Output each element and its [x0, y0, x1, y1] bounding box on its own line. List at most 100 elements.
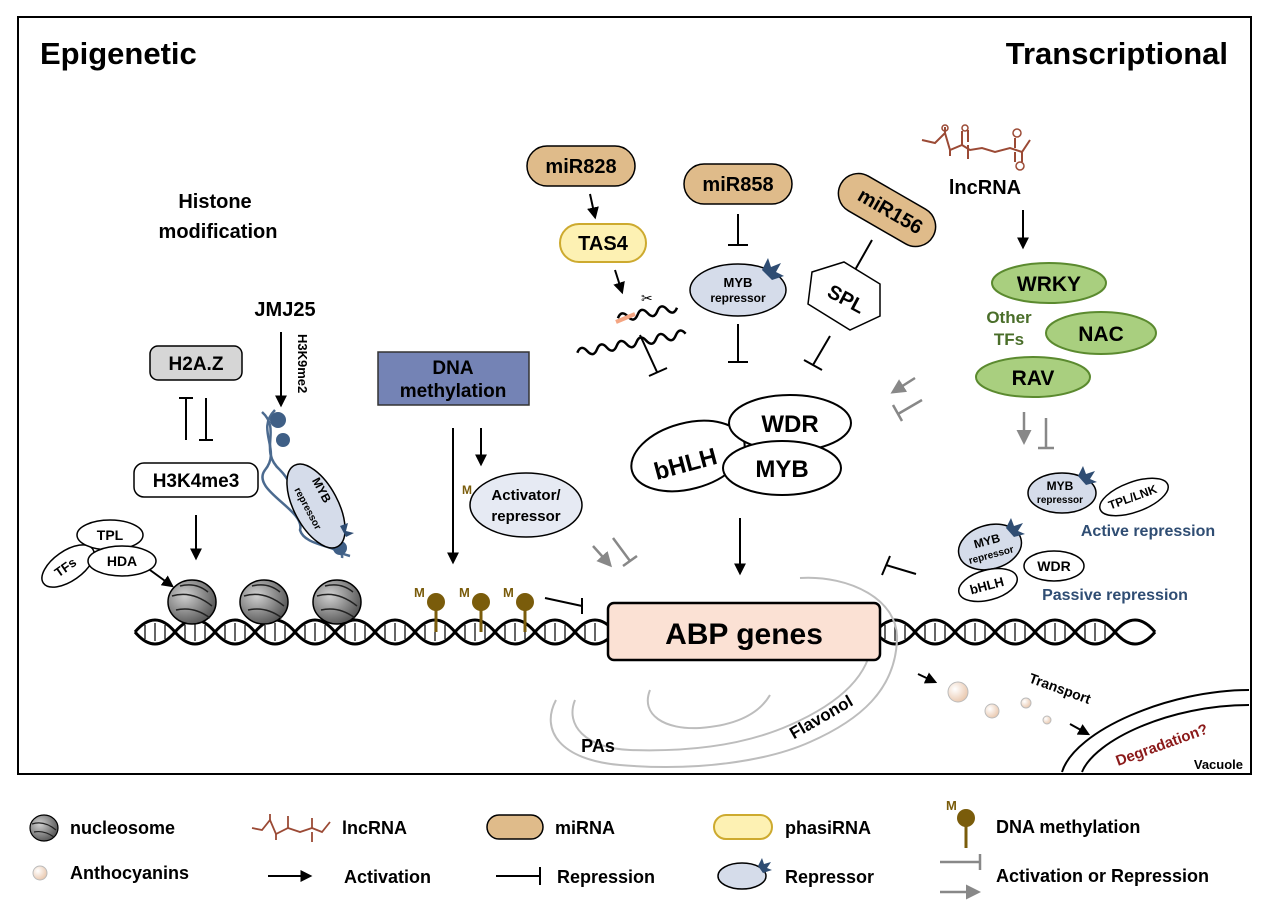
- methyl-mark-2: M: [459, 585, 470, 600]
- histone-title-line2: modification: [159, 221, 278, 243]
- anthocyanin-dot-1: [947, 681, 969, 703]
- flavonol-label: Flavonol: [786, 692, 856, 743]
- lncrna-structure: [921, 124, 1031, 171]
- legend-nucleosome-icon: [29, 814, 59, 842]
- myb-repressor-repression: [728, 324, 748, 363]
- rav-label: RAV: [1012, 367, 1055, 390]
- tfs-ellipse: TFs: [41, 544, 95, 588]
- nucleosome-1: [167, 579, 217, 625]
- tpl-ellipse: TPL: [76, 519, 144, 551]
- gray-activation-arrow-right: [890, 376, 916, 394]
- abp-genes-box: ABP genes: [606, 601, 882, 662]
- dna-methylation-box: DNA methylation: [377, 351, 530, 406]
- mir858-repression: [728, 214, 748, 246]
- h2az-label: H2A.Z: [169, 354, 224, 375]
- transcriptional-heading: Transcriptional: [1006, 36, 1228, 71]
- bhlh-small-ellipse: bHLH: [958, 567, 1018, 603]
- active-repression-label: Active repression: [1081, 523, 1215, 540]
- myb-repressor-active-line1: MYB: [1047, 479, 1074, 493]
- dna-helix: [133, 618, 1157, 646]
- tas4-label: TAS4: [578, 233, 629, 255]
- scissors-icon: ✂: [641, 291, 653, 307]
- legend-methyl-mark: M: [946, 798, 957, 813]
- legend-anthocyanin-icon: [32, 865, 48, 881]
- legend: nucleosome lncRNA miRNA phasiRNA M DNA m…: [29, 798, 1209, 900]
- mir828-box: miR828: [526, 145, 636, 187]
- wdr-small-ellipse: WDR: [1023, 550, 1085, 582]
- mbw-wdr-label: WDR: [761, 411, 818, 438]
- methyl-lollipop-2: M: [459, 585, 490, 632]
- pas-label: PAs: [581, 736, 615, 756]
- er-outline: [549, 576, 899, 769]
- legend-repression-symbol: [496, 867, 541, 885]
- mbw-myb-label: MYB: [755, 456, 808, 483]
- wrky-ellipse: WRKY: [991, 262, 1107, 304]
- h3k4me3-label: H3K4me3: [153, 471, 240, 492]
- tpl-label: TPL: [97, 527, 124, 543]
- hda-label: HDA: [107, 553, 137, 569]
- transport-label: Transport: [1027, 670, 1093, 707]
- methylation-repression-to-abp: [544, 597, 583, 614]
- mir858-label: miR858: [702, 174, 773, 196]
- activator-line1: Activator/: [491, 487, 561, 504]
- dna-methylation-line1: DNA: [432, 358, 473, 379]
- cleaved-rna: [576, 305, 687, 356]
- mir858-box: miR858: [683, 163, 793, 205]
- tpl-lnk-ellipse: TPL/LNK: [1099, 477, 1169, 517]
- h3k9me2-label: H3K9me2: [295, 334, 310, 393]
- anthocyanin-dot-3: [1020, 697, 1032, 709]
- myb-repressor-top-line1: MYB: [724, 275, 753, 290]
- mir828-to-tas4-arrow: [587, 193, 599, 220]
- legend-act-or-rep: Activation or Repression: [996, 866, 1209, 886]
- activator-methyl-mark: M: [462, 483, 472, 497]
- nac-ellipse: NAC: [1045, 311, 1157, 355]
- methyl-lollipop-3: M: [503, 585, 534, 632]
- anthocyanin-arrow-1: [917, 672, 938, 684]
- tas4-box: TAS4: [559, 223, 647, 263]
- other-tfs-line1: Other: [986, 308, 1032, 327]
- cleavage-site: [615, 312, 636, 324]
- myb-repressor-passive: MYB repressor: [957, 518, 1025, 571]
- mbw-complex: bHLH WDR MYB: [630, 394, 852, 496]
- wdr-small-label: WDR: [1037, 558, 1070, 574]
- methyl-mark-1: M: [414, 585, 425, 600]
- myb-repressor-top-line2: repressor: [710, 291, 766, 305]
- legend-gray-repression: [940, 854, 982, 870]
- histone-title-line1: Histone: [178, 191, 251, 213]
- myb-repressor-active: MYB repressor: [1027, 466, 1097, 514]
- mir828-label: miR828: [545, 156, 616, 178]
- legend-repressor-icon: [717, 858, 772, 890]
- wrky-label: WRKY: [1017, 273, 1081, 296]
- nucleosome-2: [239, 579, 289, 625]
- anthocyanin-dot-4: [1042, 715, 1052, 725]
- dna-methylation-line2: methylation: [400, 381, 507, 402]
- legend-mirna-icon: [486, 814, 544, 840]
- legend-mirna: miRNA: [555, 818, 615, 838]
- vacuole-label: Vacuole: [1194, 757, 1243, 772]
- legend-anthocyanins: Anthocyanins: [70, 863, 189, 883]
- tf-gray-repression: [1038, 418, 1054, 450]
- legend-dna-methylation: DNA methylation: [996, 817, 1140, 837]
- passive-repression-label: Passive repression: [1042, 587, 1188, 604]
- spl-repression: [803, 335, 831, 371]
- diagram-frame: [17, 16, 1252, 775]
- nucleosome-3: [312, 579, 362, 625]
- nac-label: NAC: [1078, 323, 1124, 346]
- legend-nucleosome: nucleosome: [70, 818, 175, 838]
- anthocyanin-dot-2: [984, 703, 1000, 719]
- tas4-arrow: [613, 269, 625, 295]
- legend-phasirna-icon: [713, 814, 773, 840]
- other-tfs-line2: TFs: [994, 330, 1024, 349]
- legend-phasirna: phasiRNA: [785, 818, 871, 838]
- methyl-lollipop-1: M: [414, 585, 445, 632]
- legend-repression: Repression: [557, 867, 655, 887]
- epigenetic-heading: Epigenetic: [40, 36, 197, 71]
- spl-box: SPL: [807, 261, 881, 331]
- legend-activation: Activation: [344, 867, 431, 887]
- activator-repressor-ellipse: Activator/ repressor: [469, 472, 583, 538]
- h3k4me3-box: H3K4me3: [133, 462, 259, 498]
- myb-repressor-top: MYB repressor: [689, 258, 787, 317]
- myb-repressor-active-line2: repressor: [1037, 495, 1083, 506]
- h2az-box: H2A.Z: [149, 345, 243, 381]
- tas4-repression: [639, 334, 668, 377]
